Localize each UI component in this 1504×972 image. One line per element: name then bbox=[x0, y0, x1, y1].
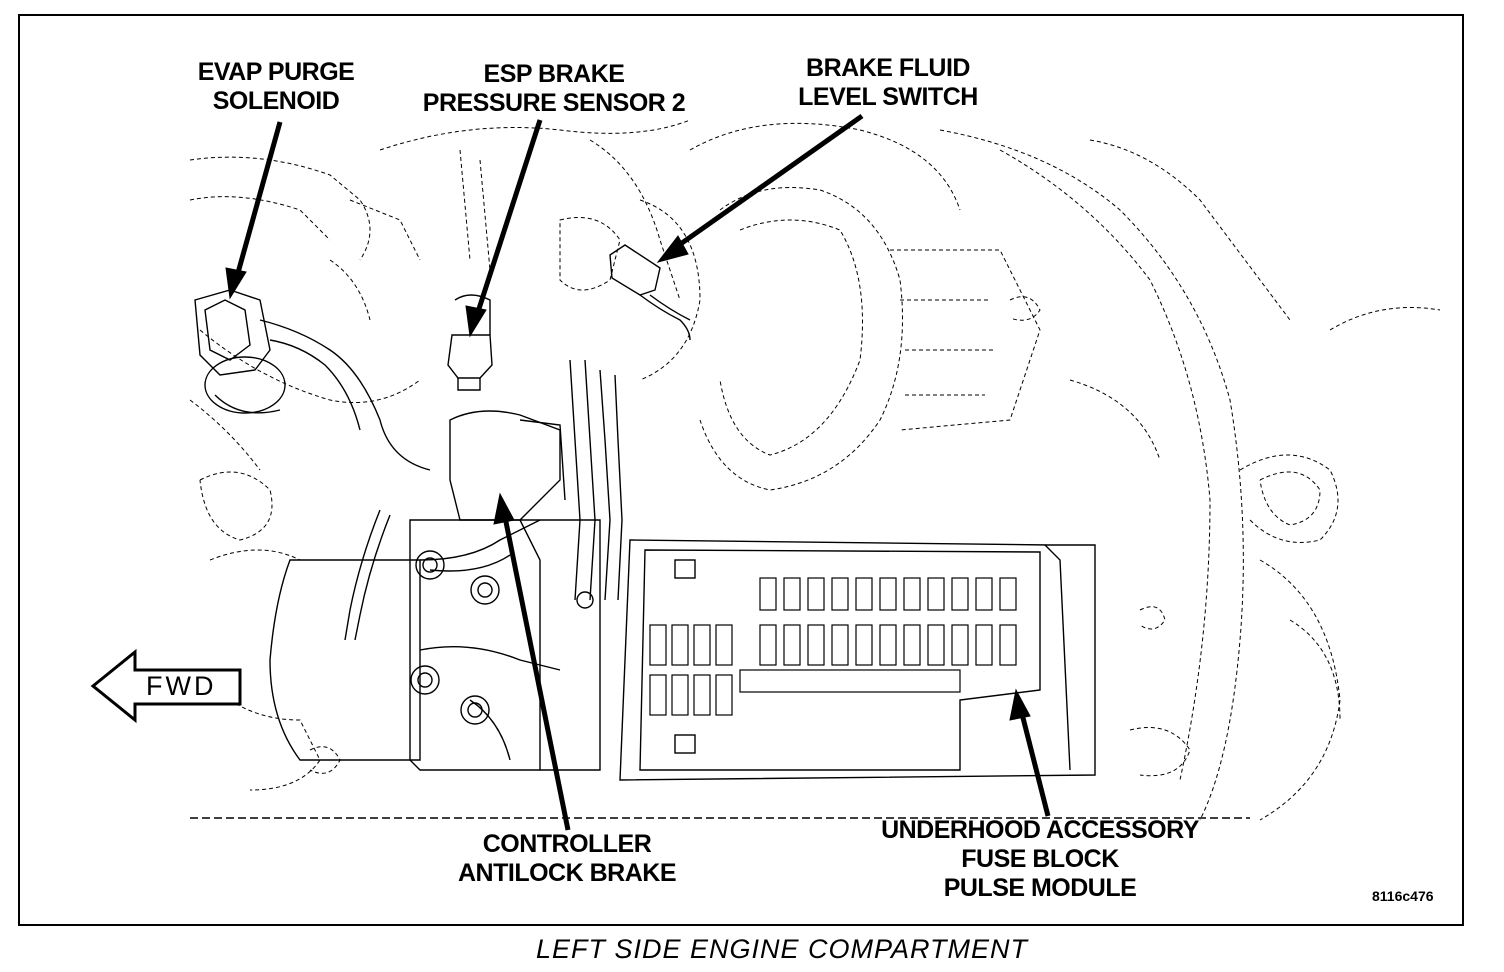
callout-brake-fluid-level-switch: BRAKE FLUID LEVEL SWITCH bbox=[778, 54, 998, 112]
callout-line: ESP BRAKE bbox=[483, 60, 625, 88]
callout-line: UNDERHOOD ACCESSORY bbox=[881, 816, 1199, 844]
callout-esp-brake-pressure-sensor: ESP BRAKE PRESSURE SENSOR 2 bbox=[404, 60, 704, 118]
fwd-arrow-icon bbox=[90, 648, 242, 724]
engine-background-linework bbox=[189, 119, 1441, 821]
callout-line: LEVEL SWITCH bbox=[798, 83, 978, 111]
callout-line: ANTILOCK BRAKE bbox=[458, 859, 677, 887]
figure-caption: LEFT SIDE ENGINE COMPARTMENT bbox=[535, 934, 1029, 964]
callout-line: EVAP PURGE bbox=[197, 58, 355, 86]
leader-arrows bbox=[225, 113, 1051, 831]
callout-line: PULSE MODULE bbox=[943, 874, 1137, 902]
callout-underhood-fuse-block: UNDERHOOD ACCESSORY FUSE BLOCK PULSE MOD… bbox=[862, 816, 1218, 903]
callout-line: BRAKE FLUID bbox=[806, 54, 970, 82]
callout-controller-antilock-brake: CONTROLLER ANTILOCK BRAKE bbox=[444, 830, 690, 888]
fwd-label: FWD bbox=[146, 671, 217, 701]
callout-line: FUSE BLOCK bbox=[961, 845, 1119, 873]
callout-line: SOLENOID bbox=[212, 87, 340, 115]
reference-code: 8116c476 bbox=[1372, 888, 1434, 904]
callout-line: PRESSURE SENSOR 2 bbox=[422, 89, 686, 117]
callout-evap-purge-solenoid: EVAP PURGE SOLENOID bbox=[178, 58, 374, 116]
fuse-slots bbox=[649, 577, 1017, 716]
engine-solid-linework bbox=[190, 244, 1250, 819]
callout-line: CONTROLLER bbox=[482, 830, 652, 858]
diagram-frame bbox=[18, 14, 1464, 926]
